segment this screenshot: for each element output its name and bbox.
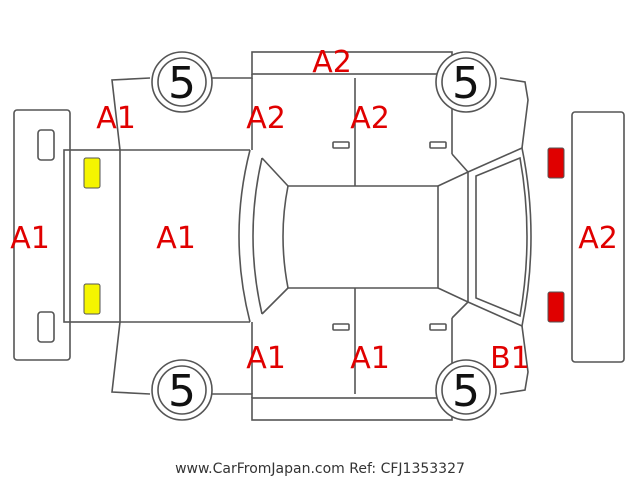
footer-reference: www.CarFromJapan.com Ref: CFJ1353327 <box>175 461 465 477</box>
front-bumper <box>13 109 71 361</box>
rear-bumper <box>571 111 625 363</box>
code-rear-right-door: A1 <box>350 341 390 376</box>
roof-strip-top <box>251 51 453 75</box>
rear-lamp-top <box>547 147 565 179</box>
side-strip-bottom <box>251 397 453 421</box>
rear-lamp-bottom <box>547 291 565 323</box>
tire-rear-right-score: 5 <box>452 366 480 417</box>
tire-rear-right: 5 <box>435 359 497 421</box>
tire-rear-left-score: 5 <box>452 58 480 109</box>
tire-front-left-score: 5 <box>168 58 196 109</box>
tire-front-right-score: 5 <box>168 366 196 417</box>
front-lamp-bottom <box>83 283 101 315</box>
front-lamp-top <box>83 157 101 189</box>
code-rear-left-door: A2 <box>350 101 390 136</box>
tire-front-left: 5 <box>151 51 213 113</box>
code-rear-bumper: A2 <box>578 221 618 256</box>
code-front-bumper: A1 <box>10 221 50 256</box>
cabin-top <box>238 146 532 328</box>
code-hood: A1 <box>156 221 196 256</box>
left-side-body <box>111 74 529 186</box>
code-rear-right-quarter: B1 <box>490 341 530 376</box>
hood <box>63 149 250 323</box>
code-front-left-door: A2 <box>246 101 286 136</box>
code-front-right-door: A1 <box>246 341 286 376</box>
tire-front-right: 5 <box>151 359 213 421</box>
code-roof-strip: A2 <box>312 45 352 80</box>
code-front-left-fender: A1 <box>96 101 136 136</box>
tire-rear-left: 5 <box>435 51 497 113</box>
